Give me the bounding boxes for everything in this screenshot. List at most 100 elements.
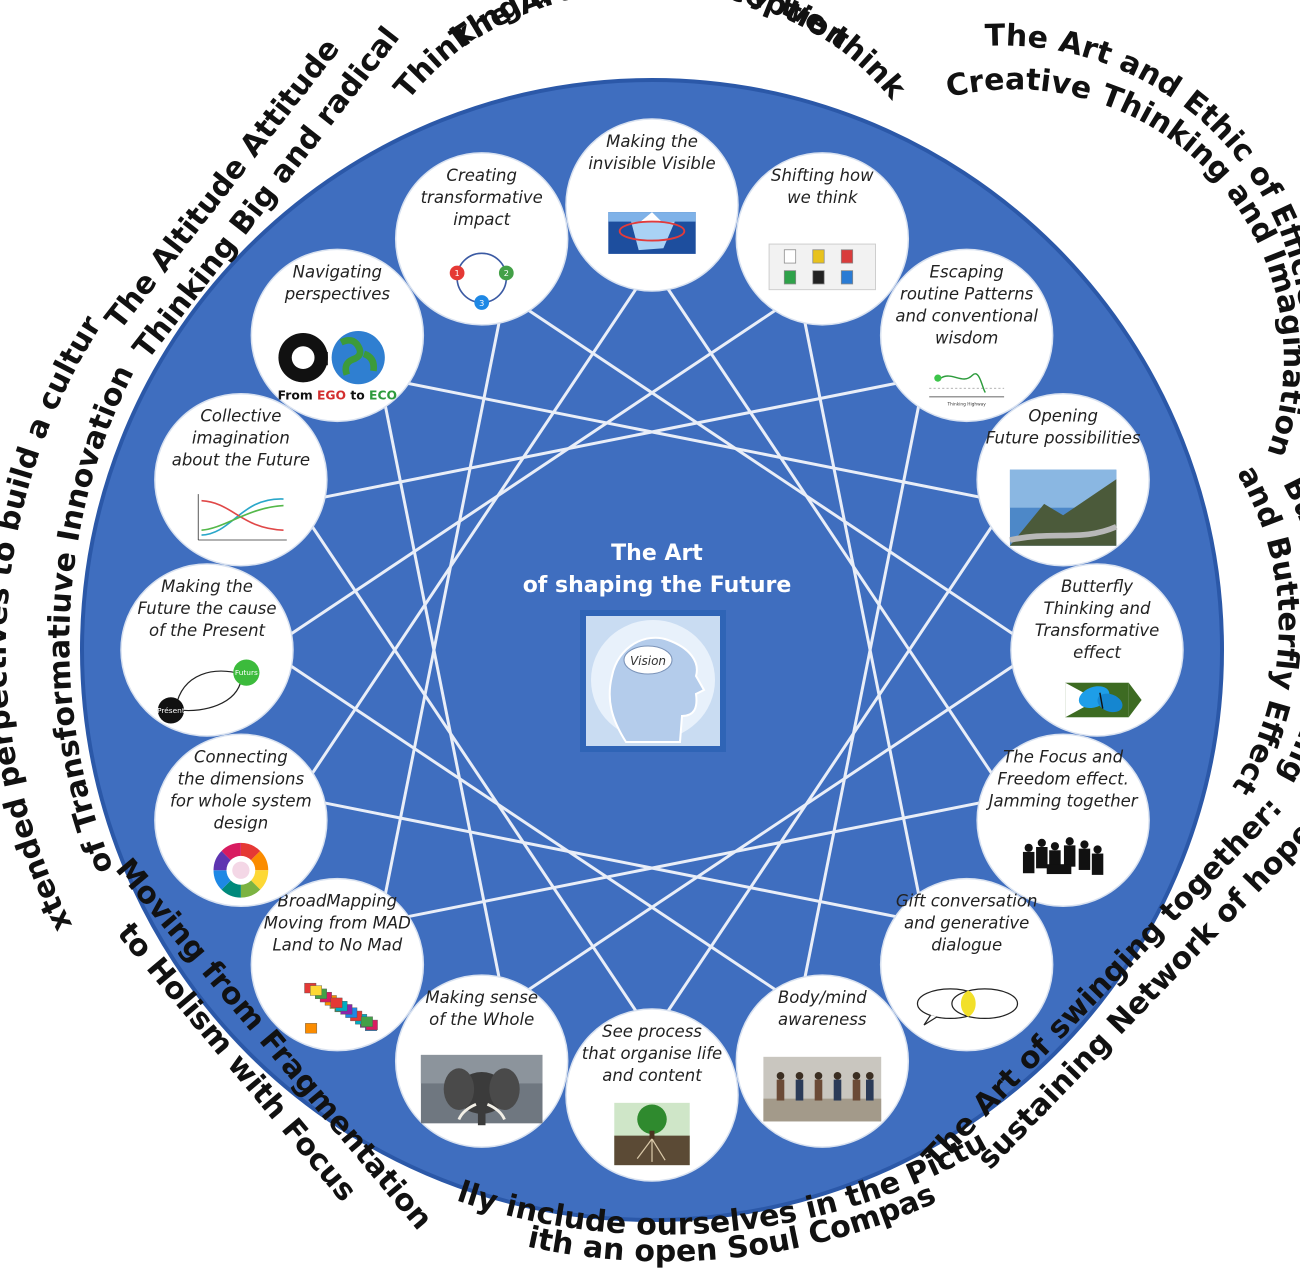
node-label: See process that organise life and content: [582, 1022, 722, 1085]
node-label-line: Butterfly: [1061, 577, 1133, 596]
concept-node-escaping: Escaping routine Patterns and conventional…: [879, 248, 1054, 423]
node-label-line: Escaping: [930, 262, 1004, 281]
star-line: [503, 293, 1038, 652]
star-polygon-lines: [266, 264, 1038, 1036]
node-label-line: Opening: [1028, 407, 1098, 426]
node-label-line: that organise life: [582, 1044, 722, 1063]
star-line: [296, 376, 925, 505]
node-label-line: awareness: [778, 1010, 867, 1029]
tree-roots-icon: [614, 1102, 690, 1166]
jazz-band-icon: [1022, 837, 1104, 875]
center-title-line: The Art: [611, 541, 703, 566]
node-label-line: Future the cause: [137, 599, 276, 618]
node-label-line: about the Future: [172, 451, 310, 470]
node-label-line: The Focus and: [1003, 747, 1123, 766]
node-label-line: Body/mind: [778, 988, 867, 1007]
node-label-line: and generative: [904, 914, 1029, 933]
node-label-line: Future possibilities: [986, 429, 1141, 448]
paint-buckets-icon: [768, 243, 876, 291]
node-label-line: of the Whole: [429, 1010, 534, 1029]
vision-word: Vision: [630, 654, 666, 668]
head-vision-icon: Vision: [580, 610, 726, 752]
star-line: [379, 376, 1008, 505]
thinking-highway-icon: Thinking Highway: [929, 373, 1005, 407]
node-label-line: routine Patterns: [900, 284, 1034, 303]
node-circle: [879, 248, 1054, 423]
node-label-line: the dimensions: [178, 769, 305, 788]
highway-caption: Thinking Highway: [946, 401, 986, 407]
node-label-line: See process: [602, 1022, 702, 1041]
node-label-line: Jamming together: [986, 791, 1139, 810]
futurs-label: Futurs: [235, 668, 258, 677]
node-label-line: Creating: [446, 166, 517, 185]
s-curves-chart-icon: [197, 494, 287, 541]
node-circle: [250, 877, 425, 1052]
node-label-line: for whole system: [170, 791, 312, 810]
node-label: Gift conversation and generative dialogue: [896, 892, 1038, 955]
node-label-line: BroadMapping: [278, 892, 398, 911]
node-label-line: and conventional: [895, 306, 1038, 325]
node-label: Connecting the dimensions for whole system…: [170, 747, 312, 832]
node-circle: [120, 563, 294, 737]
concept-node-whole: Making sense of the Whole: [394, 974, 569, 1148]
colored-map-icon: [304, 982, 378, 1034]
coastal-road-icon: [1009, 469, 1118, 546]
node-label-line: dialogue: [931, 936, 1002, 955]
cycle-step-label: 2: [504, 268, 509, 278]
node-label-line: we think: [787, 188, 859, 207]
concept-node-connecting: Connecting the dimensions for whole system…: [154, 733, 328, 908]
node-label-line: design: [213, 813, 268, 832]
node-label-line: imagination: [192, 429, 290, 448]
node-label-line: Connecting: [194, 747, 288, 766]
concept-node-process: See process that organise life and content: [565, 1008, 739, 1182]
butterfly-icon: [1065, 682, 1142, 718]
ego-eco-globe-icon: From EGO to ECO: [278, 331, 397, 402]
node-label-line: Making sense: [425, 988, 538, 1007]
elephant-icon: [420, 1054, 543, 1126]
center-block: The Art of shaping the Future Vision: [523, 541, 792, 752]
concept-node-bodymind: Body/mind awareness: [735, 974, 910, 1148]
node-label: Shifting how we think: [771, 166, 874, 207]
node-circle: [394, 152, 569, 326]
node-label-line: of the Present: [149, 621, 266, 640]
outer-label-butterfly: Butterfly Thinking and Butterfly Effect: [1225, 460, 1300, 802]
node-label-line: Freedom effect.: [997, 769, 1128, 788]
node-label-line: and content: [602, 1066, 702, 1085]
center-title-line: of shaping the Future: [523, 573, 792, 598]
iceberg-icon: [608, 212, 696, 254]
ego-eco-caption: From EGO to ECO: [278, 388, 397, 402]
node-label-line: Land to No Mad: [272, 936, 402, 955]
node-label-line: Gift conversation: [896, 892, 1038, 911]
node-label-line: Shifting how: [771, 166, 874, 185]
cycle-step-label: 3: [479, 298, 484, 308]
node-label-line: wisdom: [935, 328, 998, 347]
color-wheel-icon: [213, 842, 269, 898]
node-circle: [565, 1008, 739, 1182]
node-label-line: perspectives: [284, 284, 391, 303]
node-label: Escaping routine Patterns and conventional…: [895, 262, 1038, 347]
node-circle: [1010, 563, 1184, 737]
node-label-line: Transformative: [1035, 621, 1160, 640]
concept-node-gift: Gift conversation and generative dialogue: [879, 877, 1054, 1052]
